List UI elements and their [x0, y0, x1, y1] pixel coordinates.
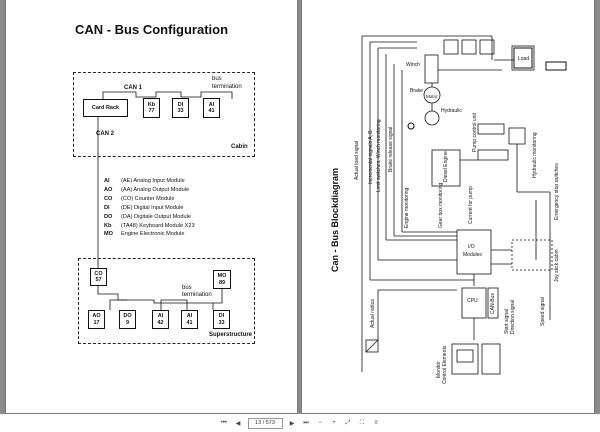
page-title: CAN - Bus Configuration	[74, 22, 229, 37]
super-module-co: CO 57	[90, 268, 107, 286]
label-pump-control-unit: Pump control unit	[472, 113, 478, 152]
cabin-box	[73, 72, 255, 157]
block-diagram	[361, 35, 567, 375]
module-type: MO	[217, 273, 227, 279]
bus-termination-bottom-1: bus	[182, 285, 192, 291]
label-brake-release: Brake release signal	[388, 126, 394, 172]
prev-page-icon[interactable]: ◀	[235, 420, 241, 427]
legend-row: DI(DE) Digital Input Module	[104, 204, 184, 211]
card-rack-box: Card Rack	[83, 99, 128, 117]
left-page: CAN - Bus Configuration CAN 1 bus termin…	[6, 0, 297, 413]
label-current-for-pump: Current for pump	[468, 186, 474, 224]
legend-row: AO(AA) Analog Output Module	[104, 186, 190, 193]
module-num: 57	[95, 277, 102, 283]
bus-termination-bottom-2: termination	[182, 292, 212, 298]
super-module-mo: MO 89	[213, 270, 231, 289]
bus-termination-top-1: bus	[212, 76, 222, 82]
last-page-icon[interactable]: ⏭	[303, 419, 309, 426]
label-incremental-signals: Incremental signals A, B	[368, 130, 374, 184]
label-motor: Motor	[426, 94, 438, 99]
module-num: 77	[148, 108, 155, 114]
label-can-bus: CAN-Bus	[490, 293, 496, 314]
page-number-input[interactable]: 13 / 573	[247, 417, 283, 429]
label-diesel-engine: Diesel Engine	[443, 151, 449, 182]
can1-label: CAN 1	[124, 85, 143, 91]
superstructure-box	[78, 258, 255, 344]
first-page-icon[interactable]: ⏮	[221, 419, 227, 426]
fit-page-icon[interactable]: ⤢	[345, 419, 351, 426]
bus-lines	[97, 91, 233, 310]
right-page: Can - Bus Blockdiagram Actual load signa…	[302, 0, 594, 413]
label-cpu: CPU	[467, 298, 478, 304]
legend-row: DO(DA) Digitale Output Module	[104, 213, 191, 220]
module-num: 41	[208, 108, 215, 114]
cabin-label: Cabin	[231, 144, 248, 150]
module-legend: AI(AE) Analog Input Module AO(AA) Analog…	[104, 177, 195, 239]
zoom-in-icon[interactable]: +	[332, 420, 336, 426]
legend-row: CO(CO) Counter Module	[104, 195, 175, 202]
label-engine-monitoring: Engine monitoring	[404, 187, 410, 228]
label-winch: Winch	[406, 62, 420, 68]
label-control-elements: Control Elements	[442, 345, 448, 384]
module-type: CO	[94, 270, 103, 277]
pdf-toolbar: ⏮ ◀ 13 / 573 ▶ ⏭ − + ⤢ ⛶ ≡	[0, 414, 600, 432]
cabin-module-kb: Kb 77	[143, 98, 160, 118]
module-type: Kb	[147, 101, 156, 108]
cabin-module-di: DI 33	[172, 98, 189, 118]
module-type: DI	[177, 101, 184, 108]
fullscreen-icon[interactable]: ⛶	[359, 419, 365, 426]
label-limit-switches: Limit switches, Winch monitoring	[376, 119, 382, 192]
label-gear-box: Gear box monitoring	[438, 182, 444, 228]
label-actual-load-signal: Actual load signal	[354, 140, 360, 180]
label-speed-signal: Speed signal	[540, 297, 546, 326]
bus-termination-top-2: termination	[212, 84, 242, 90]
diagram-title: Can - Bus Blockdiagram	[330, 167, 340, 272]
next-page-icon[interactable]: ▶	[289, 420, 295, 427]
module-num: 89	[218, 279, 226, 286]
can2-label: CAN 2	[96, 131, 115, 137]
label-actual-radius: Actual radius	[370, 299, 376, 328]
card-rack-label: Card Rack	[91, 104, 120, 111]
menu-icon[interactable]: ≡	[374, 420, 378, 426]
legend-row: AI(AE) Analog Input Module	[104, 178, 185, 184]
label-io-modules-2: Modules	[463, 252, 482, 258]
zoom-out-icon[interactable]: −	[318, 420, 322, 426]
legend-row: Kb(TA48) Keyboard Module X23	[104, 222, 195, 229]
cabin-module-ai: AI 41	[203, 98, 220, 118]
label-direction-signal: Direction signal	[510, 299, 516, 334]
label-hydraulic-monitoring: Hydraulic monitoring	[532, 132, 538, 178]
module-num: 33	[177, 108, 184, 114]
label-io-modules-1: I/O	[468, 244, 475, 250]
label-load: Load	[518, 56, 530, 62]
label-brake: Brake	[410, 88, 424, 94]
module-type: AI	[208, 101, 215, 108]
superstructure-label: Superstructure	[209, 332, 253, 338]
label-emergency-stop: Emergency stop switches	[554, 163, 560, 220]
label-hydraulic: Hydraulic	[441, 108, 462, 114]
label-joy-stick: Joy stick cabin	[554, 249, 560, 282]
